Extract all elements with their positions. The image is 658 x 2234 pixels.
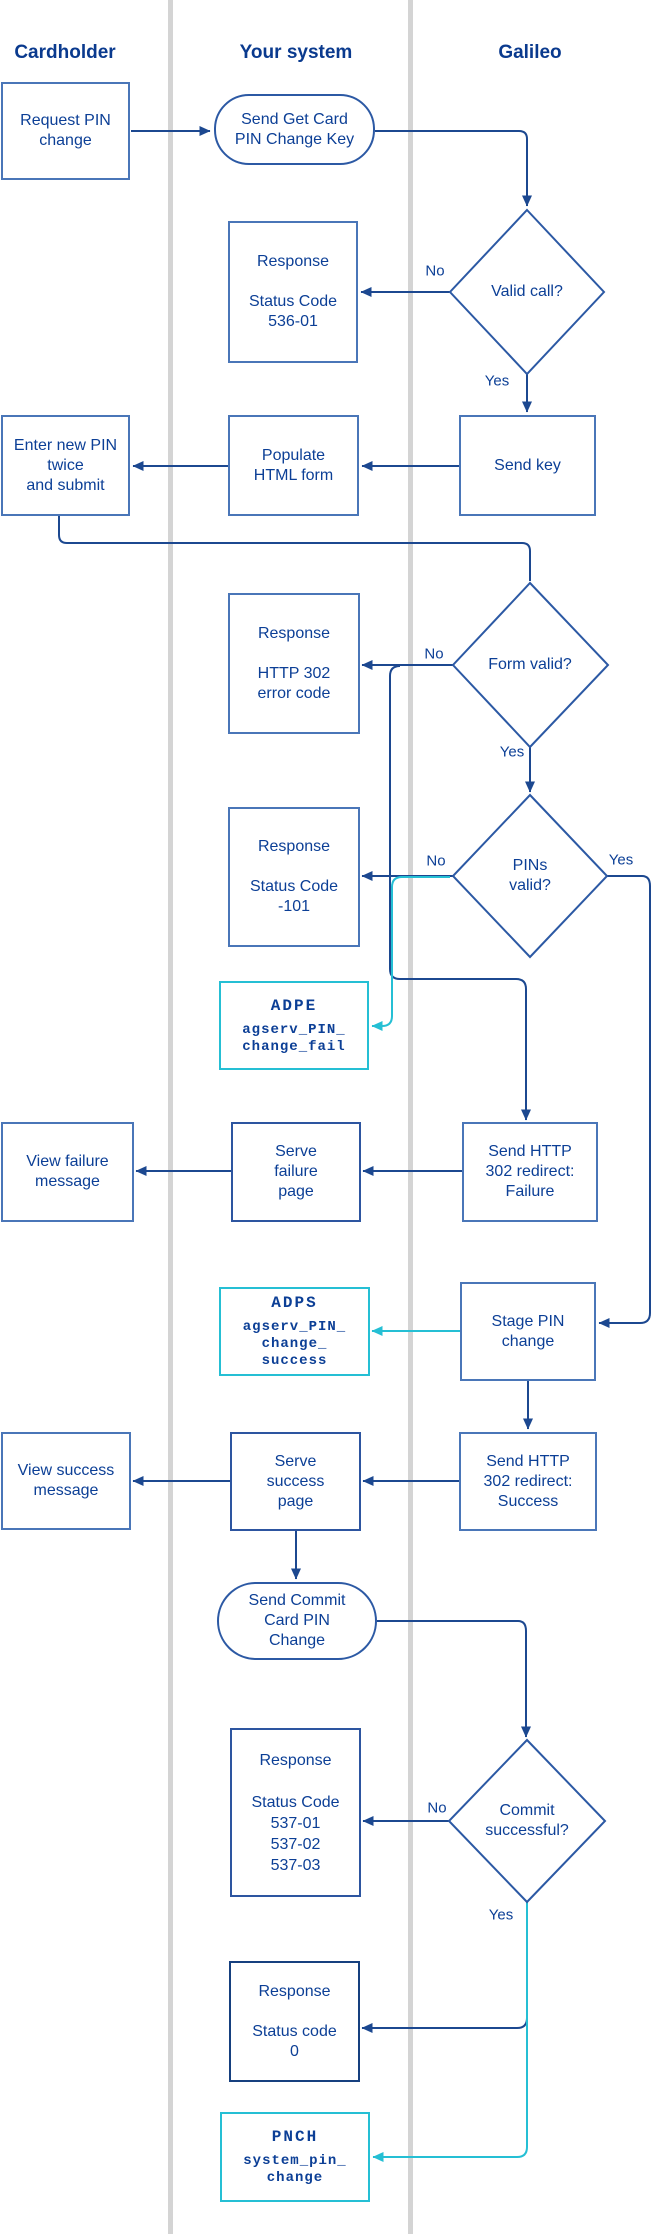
decision-valid-call [448, 208, 606, 376]
node-send-commit-card-pin-change: Send Commit Card PIN Change [217, 1582, 377, 1660]
decision-form-valid [451, 581, 610, 749]
branch-pins-valid-no: No [426, 852, 446, 870]
edge-enterpin-to-formvalid [58, 516, 531, 581]
branch-valid-call-yes: Yes [484, 372, 510, 390]
branch-commit-yes: Yes [488, 1906, 514, 1924]
node-response-minus-101: Response Status Code -101 [228, 807, 360, 947]
node-send-key: Send key [459, 415, 596, 516]
node-send-http-302-success: Send HTTP 302 redirect: Success [459, 1432, 597, 1531]
label-commit-successful: Commit successful? [485, 1802, 569, 1839]
node-response-537: Response Status Code 537-01 537-02 537-0… [230, 1728, 361, 1897]
label-pins-valid: PINs valid? [509, 857, 551, 894]
branch-valid-call-no: No [425, 262, 445, 280]
decision-pins-valid [451, 793, 609, 959]
node-response-status-0: Response Status code 0 [229, 1961, 360, 2082]
node-response-http-302: Response HTTP 302 error code [228, 593, 360, 734]
branch-form-valid-no: No [424, 645, 444, 663]
lane-header-galileo: Galileo [498, 42, 562, 63]
edge-yes-branch-to-response0 [361, 1950, 528, 2033]
branch-form-valid-yes: Yes [499, 743, 525, 761]
node-event-adps: ADPS agserv_PIN_ change_ success [219, 1287, 370, 1376]
lane-header-cardholder: Cardholder [14, 42, 116, 63]
branch-commit-no: No [427, 1799, 447, 1817]
label-form-valid: Form valid? [488, 656, 572, 673]
node-event-pnch: PNCH system_pin_ change [220, 2112, 370, 2202]
label-valid-call: Valid call? [491, 283, 563, 300]
edge-getkey-to-validcall [375, 130, 532, 207]
edge-pinsvalid-yes-to-stage [598, 875, 651, 1328]
decision-commit-successful [447, 1738, 607, 1904]
node-view-failure-message: View failure message [1, 1122, 134, 1222]
lane-divider-2 [408, 0, 413, 2234]
node-response-536-01: Response Status Code 536-01 [228, 221, 358, 363]
node-populate-html-form: Populate HTML form [228, 415, 359, 516]
lane-header-your-system: Your system [239, 42, 353, 63]
node-serve-success-page: Serve success page [230, 1432, 361, 1531]
node-send-http-302-failure: Send HTTP 302 redirect: Failure [462, 1122, 598, 1222]
node-event-adpe: ADPE agserv_PIN_ change_fail [219, 981, 369, 1070]
branch-pins-valid-yes: Yes [608, 851, 634, 869]
node-stage-pin-change: Stage PIN change [460, 1282, 596, 1381]
node-view-success-message: View success message [1, 1432, 131, 1530]
edge-event-adpe [371, 876, 450, 1031]
node-serve-failure-page: Serve failure page [231, 1122, 361, 1222]
edge-commit-to-commitok [377, 1620, 531, 1738]
edge-no-branch-to-failure-redirect [389, 665, 531, 1121]
node-request-pin-change: Request PIN change [1, 82, 130, 180]
lane-divider-1 [168, 0, 173, 2234]
node-send-get-card-pin-change-key: Send Get Card PIN Change Key [214, 94, 375, 165]
edge-event-pnch [372, 1902, 528, 2162]
node-enter-new-pin: Enter new PIN twice and submit [1, 415, 130, 516]
